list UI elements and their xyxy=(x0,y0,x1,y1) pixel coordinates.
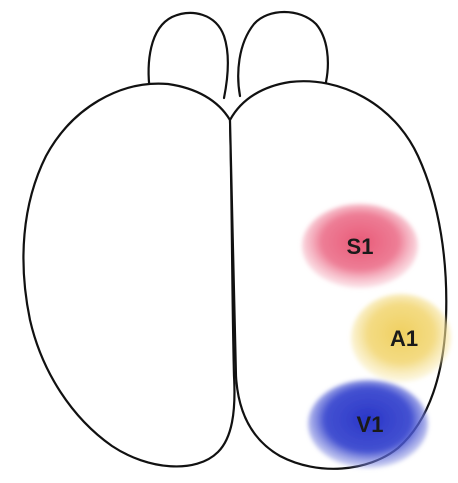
v1-label: V1 xyxy=(357,412,384,437)
a1-label: A1 xyxy=(390,326,418,351)
a1-region: A1 xyxy=(351,294,451,382)
s1-label: S1 xyxy=(347,234,374,259)
v1-region: V1 xyxy=(308,380,428,468)
s1-region: S1 xyxy=(302,204,418,288)
left-hemisphere xyxy=(23,84,234,467)
